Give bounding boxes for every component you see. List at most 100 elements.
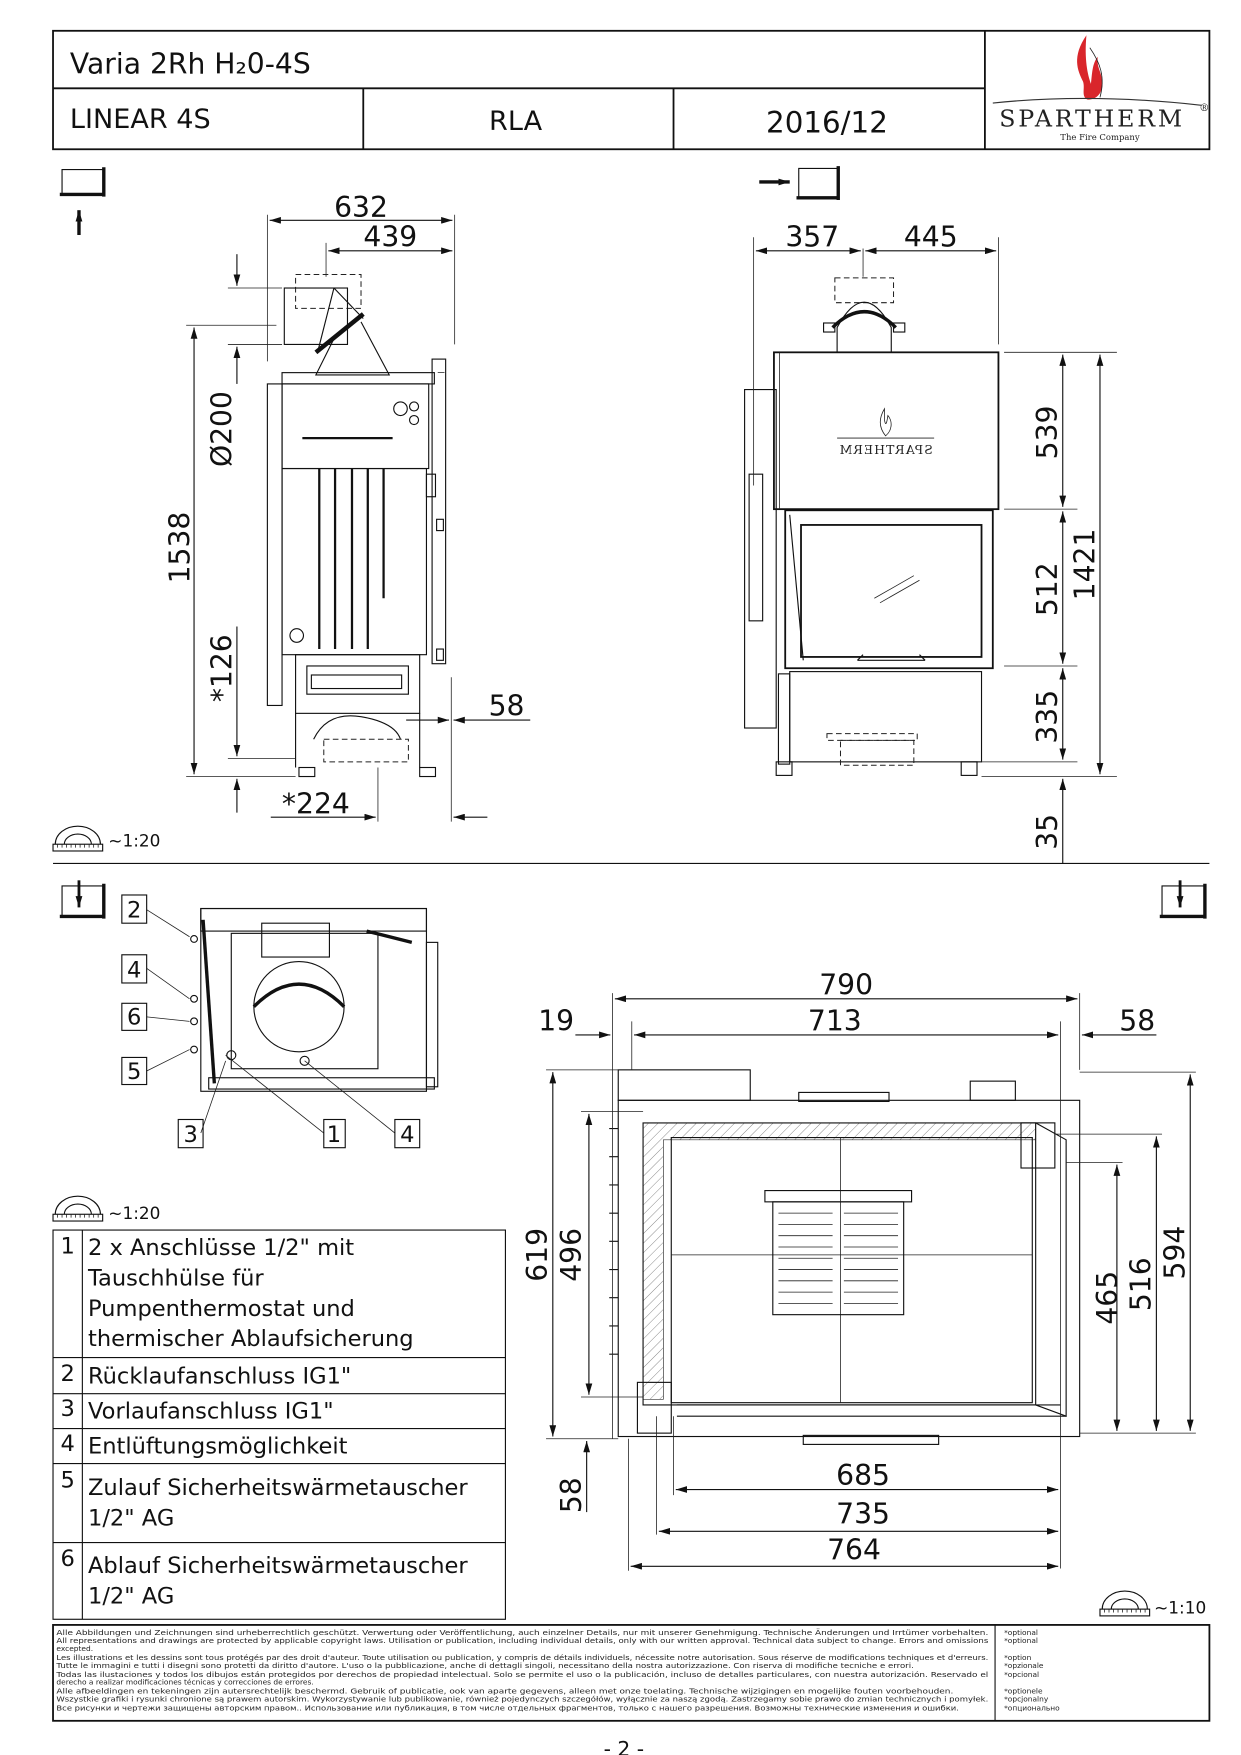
dimension-label: 1538 — [164, 512, 197, 584]
view-direction-icon-plan — [1159, 880, 1207, 919]
view-direction-icon-side — [59, 167, 106, 236]
legend-row-6: 6 Ablauf Sicherheitswärmetauscher 1/2" A… — [61, 1546, 469, 1609]
view-direction-icon-front — [759, 166, 840, 201]
legend-text: Pumpenthermostat und — [88, 1296, 355, 1322]
front-view-dimensions: 357 445 539 512 335 35 1421 — [753, 220, 1117, 864]
callout-2: 2 — [121, 894, 148, 924]
footer-option: *option — [1004, 1653, 1032, 1662]
legend-text: 1/2" AG — [88, 1583, 174, 1609]
footer-line: derecho a realizar modificaciones técnic… — [56, 1678, 313, 1687]
footer-option: *optional — [1004, 1628, 1038, 1637]
dimension-label: 594 — [1159, 1226, 1192, 1280]
callout-5: 5 — [121, 1056, 148, 1086]
dimension-label: *126 — [205, 634, 238, 702]
legend-row-2: 2 Rücklaufanschluss IG1" — [61, 1361, 352, 1389]
footer-option: *optional — [1004, 1636, 1038, 1645]
dimension-label: 619 — [521, 1228, 554, 1282]
dimension-label: 445 — [904, 220, 958, 253]
callout-number: 6 — [127, 1005, 141, 1031]
registered-mark: ® — [1199, 102, 1209, 114]
dimension-label: 790 — [819, 968, 873, 1001]
legend-number: 5 — [61, 1467, 75, 1493]
callout-1: 1 — [323, 1118, 346, 1149]
callout-number: 1 — [327, 1122, 341, 1148]
dimension-label: 1421 — [1068, 529, 1101, 601]
legend-text: Tauschhülse für — [87, 1265, 264, 1291]
callout-4: 4 — [121, 954, 148, 984]
dimension-label: 632 — [334, 191, 388, 224]
dimension-label: 512 — [1031, 562, 1064, 616]
dimension-label: 735 — [836, 1497, 890, 1530]
legend-text: 1/2" AG — [88, 1506, 174, 1532]
footer-line: Wszystkie grafiki i rysunki chronione są… — [56, 1695, 988, 1704]
dimension-label: 19 — [538, 1004, 574, 1037]
legend-row-4: 4 Entlüftungsmöglichkeit — [61, 1431, 348, 1459]
footer-line: Alle Abbildungen und Zeichnungen sind ur… — [56, 1628, 988, 1637]
flame-icon — [879, 407, 892, 437]
legend-number: 1 — [61, 1234, 75, 1260]
scale-label: ~1:20 — [108, 1203, 160, 1223]
plan-view-dimensions: 790 713 19 58 619 496 58 465 516 594 685… — [521, 968, 1196, 1571]
dimension-label: 516 — [1125, 1257, 1158, 1311]
footer-line: All representations and drawings are pro… — [56, 1636, 988, 1645]
callout-3: 3 — [177, 1118, 204, 1149]
legend-number: 4 — [61, 1431, 75, 1457]
dimension-label: 58 — [555, 1477, 588, 1513]
footer-option: *optionele — [1004, 1687, 1043, 1696]
footer-line: Все рисунки и чертежи защищены авторским… — [56, 1704, 959, 1713]
dimension-label: 496 — [555, 1228, 588, 1282]
legend-text: Rücklaufanschluss IG1" — [88, 1363, 351, 1389]
legend-row-1: 1 2 x Anschlüsse 1/2" mit Tauschhülse fü… — [61, 1234, 414, 1353]
side-view-drawing — [266, 273, 447, 778]
footer-option: *opcjonalny — [1004, 1695, 1049, 1704]
view-direction-icon-connections — [59, 880, 106, 919]
footer-option: *opcional — [1004, 1670, 1039, 1679]
dimension-label: *224 — [282, 788, 350, 821]
legend-text: Entlüftungsmöglichkeit — [88, 1433, 348, 1459]
title-block: Varia 2Rh H₂0-4S LINEAR 4S RLA 2016/12 — [52, 29, 1211, 151]
brand-name: SPARTHERM — [999, 105, 1185, 133]
copyright-footer: Alle Abbildungen und Zeichnungen sind ur… — [52, 1624, 1211, 1722]
legend-text: thermischer Ablaufsicherung — [88, 1326, 414, 1352]
dimension-label: 439 — [363, 220, 417, 253]
plan-view-drawing — [609, 1069, 1081, 1445]
connections-view-drawing — [146, 907, 439, 1134]
dimension-label: 764 — [827, 1533, 881, 1566]
spartherm-logo: SPARTHERM ® The Fire Company — [992, 35, 1209, 142]
scale-icon — [52, 825, 104, 852]
side-view-dimensions: 632 439 Ø200 1538 *126 58 *224 — [164, 191, 531, 822]
legend-text: Ablauf Sicherheitswärmetauscher — [88, 1553, 468, 1579]
callout-6: 6 — [121, 1002, 148, 1031]
front-view-drawing: SPARTHERM — [744, 277, 1000, 776]
page-number: - 2 - — [604, 1737, 644, 1755]
callout-number: 3 — [183, 1122, 197, 1148]
brand-tagline: The Fire Company — [1060, 132, 1140, 142]
dimension-label: 58 — [489, 690, 525, 723]
scale-icon — [52, 1195, 104, 1222]
footer-option: *опционально — [1004, 1704, 1060, 1713]
dimension-label: 539 — [1031, 406, 1064, 460]
product-title: Varia 2Rh H₂0-4S — [70, 48, 311, 81]
dimension-label: 335 — [1031, 690, 1064, 744]
revision-date: 2016/12 — [766, 105, 888, 139]
footer-line: Les illustrations et les dessins sont to… — [56, 1653, 988, 1662]
footer-line: Alle afbeeldingen en tekeningen zijn aut… — [56, 1687, 953, 1696]
legend-number: 6 — [61, 1546, 75, 1572]
legend-number: 3 — [61, 1396, 75, 1422]
legend-text: Vorlaufanschluss IG1" — [88, 1398, 334, 1424]
legend-number: 2 — [61, 1361, 75, 1387]
legend-table: 1 2 x Anschlüsse 1/2" mit Tauschhülse fü… — [52, 1229, 506, 1620]
dimension-label: 58 — [1119, 1004, 1155, 1037]
callout-number: 4 — [400, 1122, 414, 1148]
scale-label: ~1:20 — [108, 830, 160, 850]
dimension-label: 35 — [1031, 814, 1064, 850]
dimension-label: Ø200 — [205, 391, 238, 467]
scale-label: ~1:10 — [1154, 1598, 1206, 1618]
callout-4b: 4 — [394, 1118, 421, 1149]
variant-code: RLA — [489, 106, 543, 137]
footer-line: excepted. — [56, 1644, 93, 1653]
model-name: LINEAR 4S — [70, 104, 211, 135]
dimension-label: 465 — [1091, 1271, 1124, 1325]
legend-row-5: 5 Zulauf Sicherheitswärmetauscher 1/2" A… — [61, 1467, 469, 1531]
